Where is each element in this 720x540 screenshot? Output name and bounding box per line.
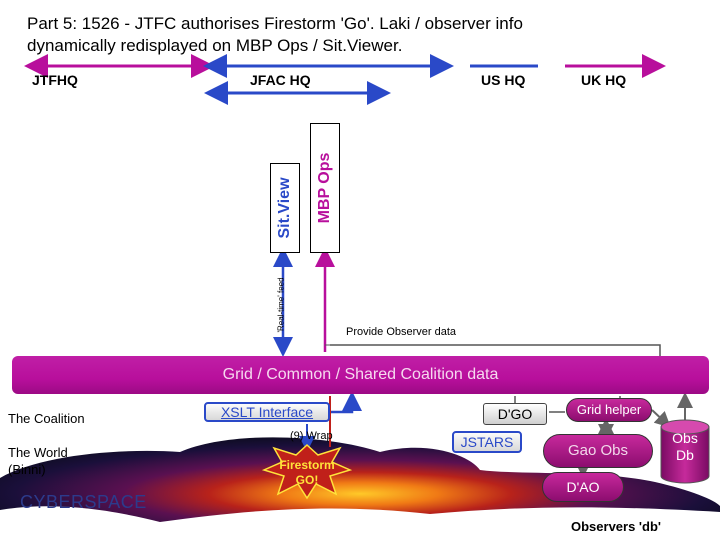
realtime-feed-label: 'Real-time' feed [276,276,286,333]
obs-db-line-1: Obs [672,430,698,446]
world-line-2: (Binni) [8,462,46,477]
uk-hq-label: UK HQ [581,72,627,88]
firestorm-line-1: Firestorm [279,458,335,472]
us-hq-label: US HQ [481,72,526,88]
world-line-1: The World [8,445,68,460]
title-line-1: Part 5: 1526 - JTFC authorises Firestorm… [27,14,523,33]
firestorm-go-burst[interactable]: Firestorm GO! [268,458,346,488]
observers-db-label: Observers 'db' [571,519,661,534]
jstars-box[interactable]: JSTARS [452,431,522,453]
wrap-label: (9) Wrap [290,430,333,442]
grid-helper-agent[interactable]: Grid helper [566,398,652,422]
firestorm-line-2: GO! [295,473,319,487]
world-label: The World (Binni) [8,444,68,478]
slide-title: Part 5: 1526 - JTFC authorises Firestorm… [27,13,707,57]
dgo-box[interactable]: D'GO [483,403,547,425]
jfac-hq-label: JFAC HQ [250,72,311,88]
xslt-interface-box[interactable]: XSLT Interface [204,402,330,422]
gao-obs-agent[interactable]: Gao Obs [543,434,653,468]
sitview-box[interactable]: Sit.View [270,163,300,253]
dao-agent[interactable]: D'AO [542,472,624,502]
cyberspace-label: CYBERSPACE [20,492,147,512]
provide-observer-label: Provide Observer data [346,326,457,338]
title-line-2: dynamically redisplayed on MBP Ops / Sit… [27,36,403,55]
jtfhq-label: JTFHQ [32,72,78,88]
mbp-ops-label: MBP Ops [316,152,333,224]
coalition-label: The Coalition [8,411,85,426]
grid-bar-label: Grid / Common / Shared Coalition data [222,366,499,383]
obs-db-cylinder[interactable]: Obs Db [661,430,709,464]
obs-db-line-2: Db [676,447,694,463]
mbp-ops-box[interactable]: MBP Ops [310,123,340,253]
grid-shared-data-bar[interactable]: Grid / Common / Shared Coalition data [12,356,709,394]
realtime-feed-label-wrap: 'Real-time' feed [266,262,296,347]
sitview-label: Sit.View [276,177,293,239]
